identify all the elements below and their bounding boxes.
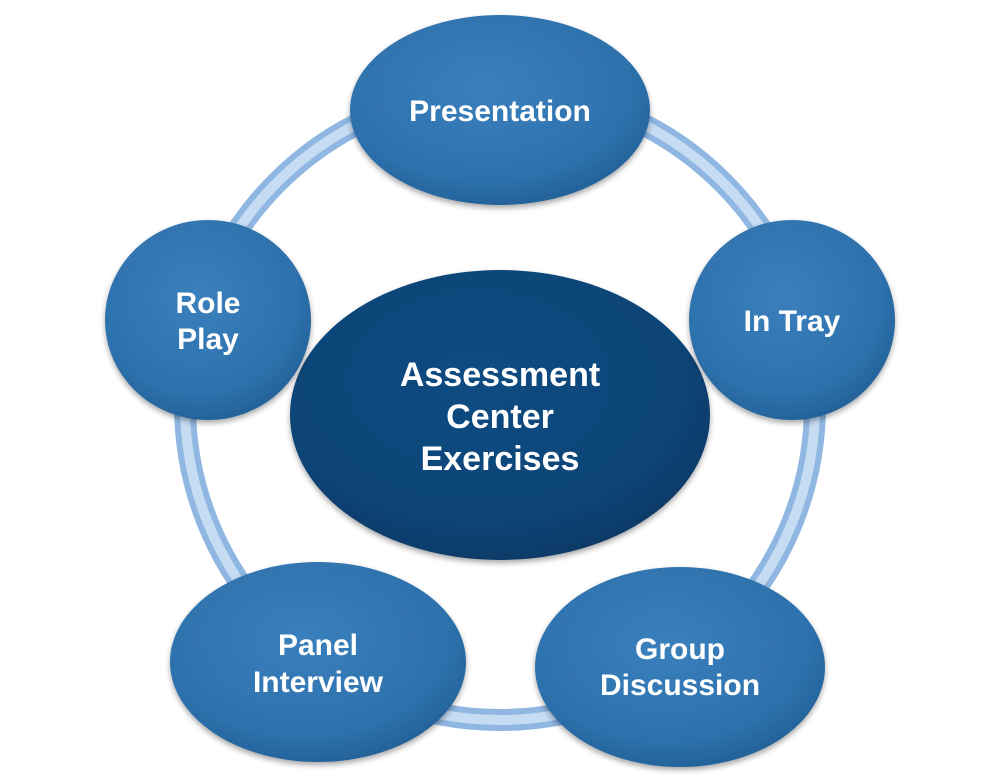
center-label-line-1: Assessment <box>400 356 600 394</box>
node-panel-interview-label-line-2: Interview <box>253 666 384 699</box>
node-in-tray: In Tray <box>689 220 895 420</box>
node-presentation-label: Presentation <box>409 95 591 128</box>
center-label-line-3: Exercises <box>421 440 580 478</box>
node-role-play-label-line-1: Role <box>175 287 240 320</box>
node-panel-interview-label-line-1: Panel <box>278 629 358 662</box>
node-in-tray-ellipse <box>689 220 895 420</box>
node-panel-interview-ellipse <box>170 562 466 762</box>
node-presentation: Presentation <box>350 15 650 205</box>
center-ellipse <box>290 270 710 560</box>
node-group-discussion-label-line-1: Group <box>635 633 725 666</box>
node-in-tray-label: In Tray <box>744 305 841 338</box>
node-group-discussion-label-line-2: Discussion <box>600 669 760 702</box>
node-role-play-label-line-2: Play <box>177 323 239 356</box>
node-role-play-ellipse <box>105 220 311 420</box>
center-label-line-2: Center <box>446 398 554 436</box>
node-panel-interview: Panel Interview <box>170 562 466 762</box>
node-group-discussion-ellipse <box>535 567 825 767</box>
node-presentation-ellipse <box>350 15 650 205</box>
node-role-play: Role Play <box>105 220 311 420</box>
node-group-discussion: Group Discussion <box>535 567 825 767</box>
center-node: Assessment Center Exercises <box>290 270 710 560</box>
